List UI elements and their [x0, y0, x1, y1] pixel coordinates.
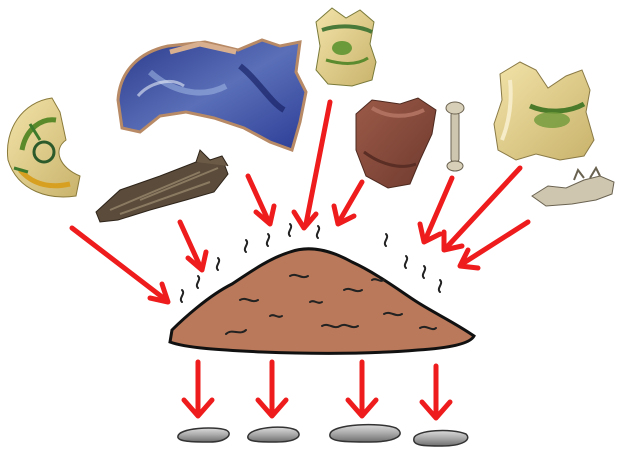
arrow-from-jug — [444, 168, 520, 250]
arrow-down-4 — [422, 366, 450, 418]
arrow-from-jaw — [460, 222, 528, 268]
residue-stone-1 — [178, 428, 229, 442]
arrow-from-plate — [72, 228, 168, 302]
residue-stone-3 — [330, 425, 400, 442]
output-arrows — [184, 362, 450, 418]
blue-white-pottery-sherd-icon — [118, 40, 306, 150]
long-bone-icon — [446, 102, 464, 171]
glazed-jar-rim-fragment-icon — [316, 8, 376, 86]
jaw-bone-icon — [532, 168, 614, 206]
wood-fragment-icon — [96, 150, 228, 222]
arrow-from-sherd-1 — [248, 176, 274, 224]
residue-stone-2 — [248, 427, 299, 442]
arrow-from-wood — [180, 222, 206, 270]
tin-glazed-plate-fragment-icon — [7, 98, 80, 197]
arrow-down-2 — [258, 362, 286, 416]
arrow-from-bone — [420, 178, 452, 242]
arrow-from-red-sherd — [334, 182, 362, 224]
glazed-jug-neck-icon — [494, 62, 594, 160]
red-earthenware-sherd-icon — [356, 98, 436, 188]
arrow-down-3 — [348, 362, 376, 416]
decomposing-soil-heap — [170, 249, 474, 354]
arrow-down-1 — [184, 362, 212, 416]
residue-stone-4 — [414, 431, 468, 446]
residue-stones — [178, 425, 468, 446]
